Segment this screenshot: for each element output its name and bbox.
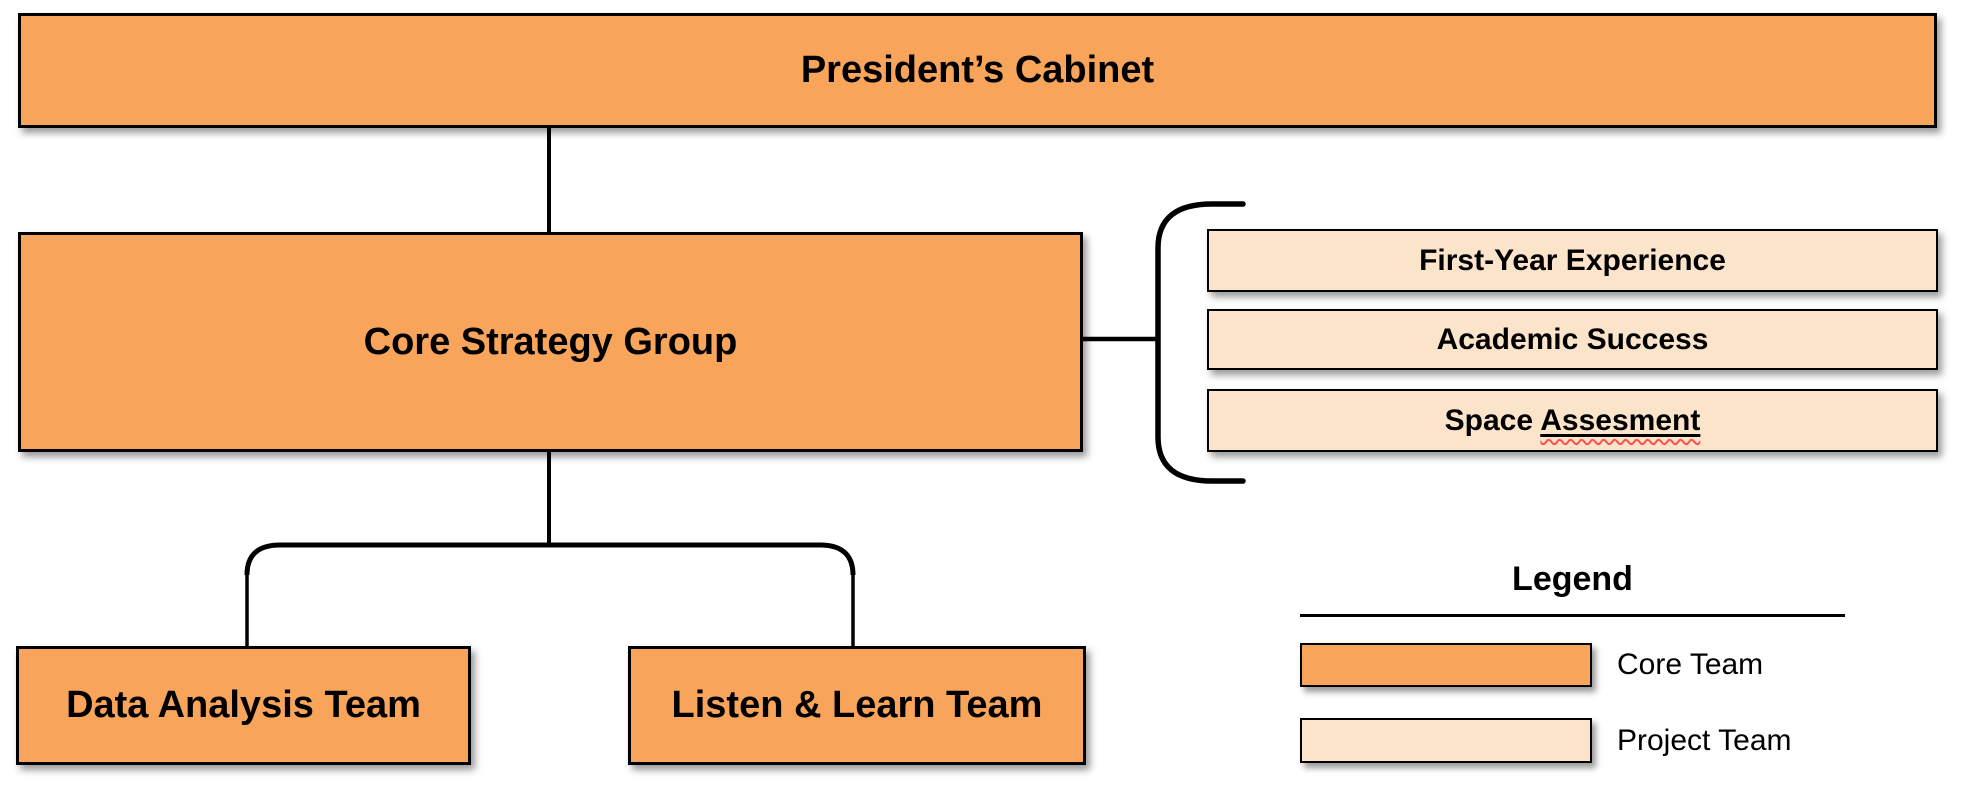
- node-academic-success-label: Academic Success: [1436, 322, 1709, 356]
- node-listen-learn-team: Listen & Learn Team: [628, 646, 1086, 765]
- node-data-analysis-team-label: Data Analysis Team: [66, 684, 421, 726]
- node-first-year-experience-label: First-Year Experience: [1419, 243, 1726, 277]
- node-space-assesment: Space Assesment: [1207, 389, 1938, 452]
- legend-divider-line: [1300, 614, 1845, 617]
- assesment-word-spellcheck: Assesment: [1540, 403, 1701, 437]
- node-data-analysis-team: Data Analysis Team: [16, 646, 471, 765]
- node-core-strategy-group: Core Strategy Group: [18, 232, 1083, 452]
- legend-swatch-project-team: [1300, 718, 1592, 763]
- assesment-word-underlined: Assesment: [1540, 404, 1700, 437]
- node-presidents-cabinet: President’s Cabinet: [18, 13, 1937, 128]
- legend-label-core-team: Core Team: [1617, 648, 1764, 681]
- node-first-year-experience: First-Year Experience: [1207, 229, 1938, 292]
- node-core-strategy-group-label: Core Strategy Group: [363, 320, 738, 363]
- node-listen-learn-team-label: Listen & Learn Team: [671, 684, 1043, 726]
- legend-swatch-core-team: [1300, 643, 1592, 687]
- node-space-assesment-label: Space Assesment: [1445, 404, 1701, 438]
- tree-horizontal-bar: [244, 542, 856, 576]
- legend-label-project-team: Project Team: [1617, 724, 1792, 757]
- space-word: Space: [1444, 403, 1541, 437]
- node-presidents-cabinet-label: President’s Cabinet: [800, 49, 1155, 91]
- legend-title: Legend: [1512, 560, 1633, 598]
- node-academic-success: Academic Success: [1207, 309, 1938, 370]
